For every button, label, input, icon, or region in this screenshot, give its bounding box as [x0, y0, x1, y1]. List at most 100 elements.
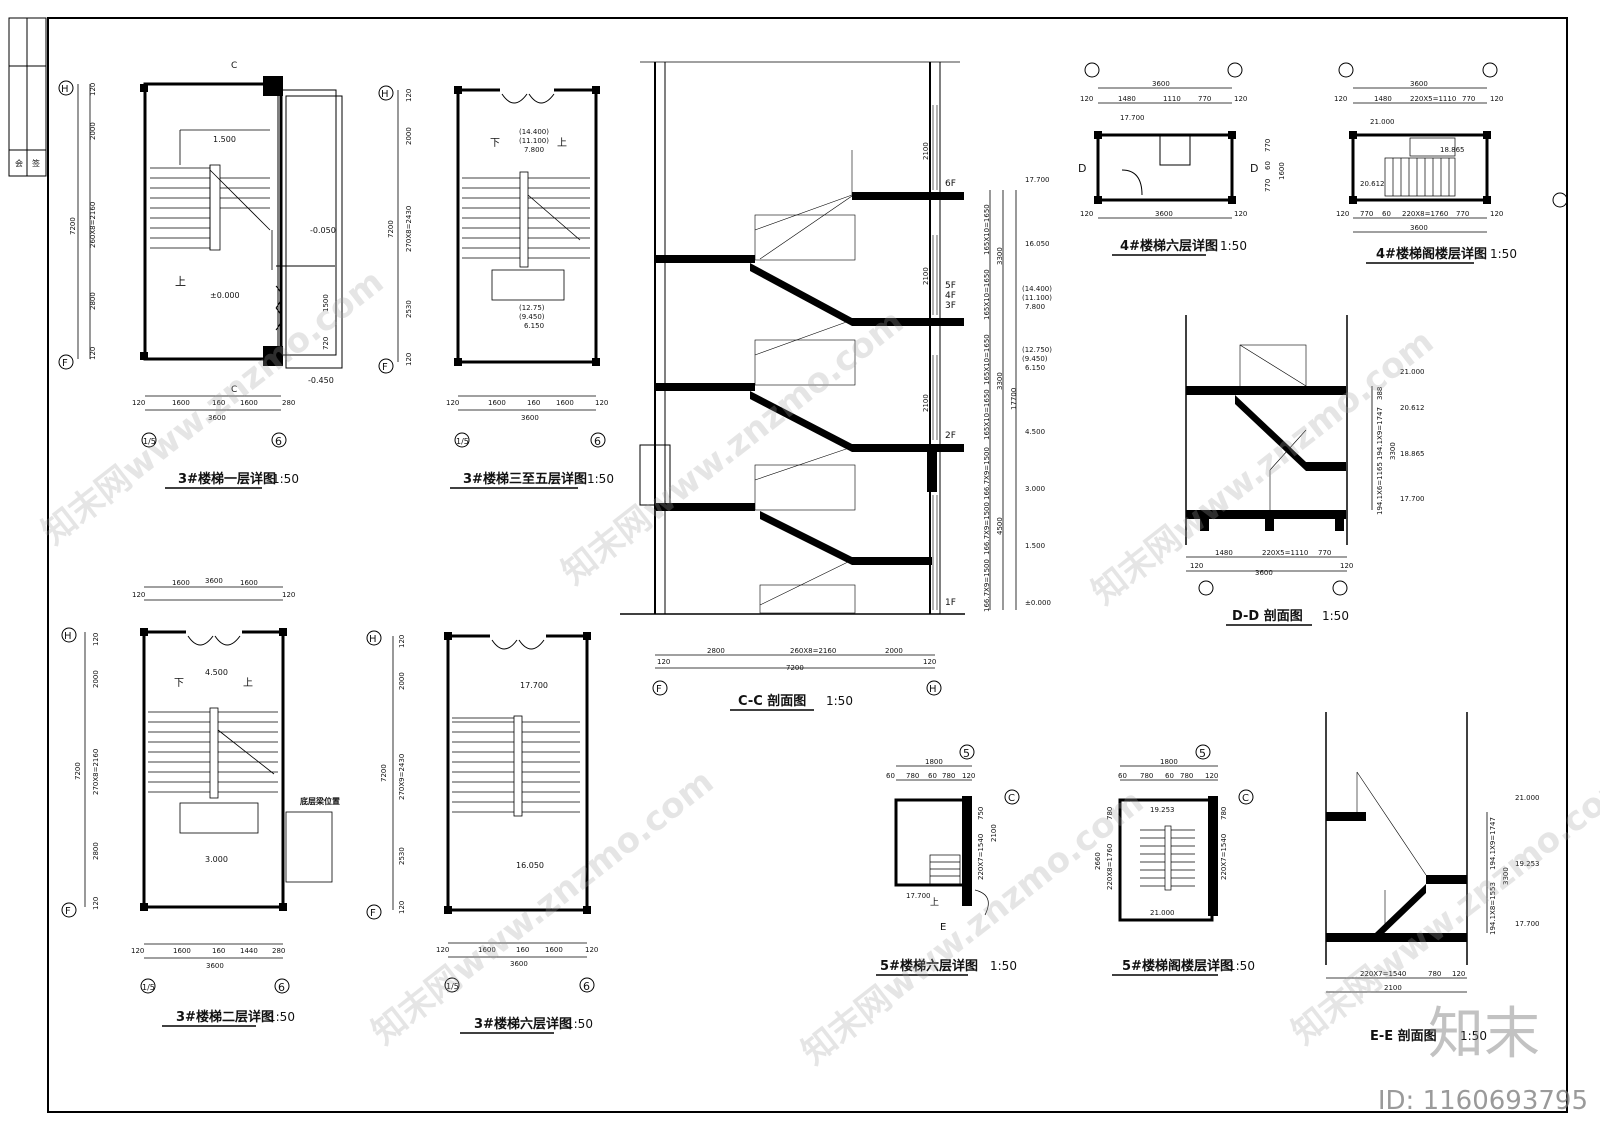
svg-text:(9.450): (9.450)	[519, 313, 545, 321]
svg-text:3600: 3600	[208, 414, 226, 422]
title-section-dd: D-D 剖面图	[1232, 608, 1303, 624]
svg-text:60: 60	[1165, 772, 1174, 780]
svg-text:166.7X9=1500: 166.7X9=1500	[983, 559, 991, 612]
section-ee: 194.1X9=1747 3300 194.1X8=1553 21.000 19…	[1325, 712, 1540, 1044]
svg-text:1480: 1480	[1118, 95, 1136, 103]
svg-text:7.800: 7.800	[1025, 303, 1045, 311]
svg-text:60: 60	[1264, 161, 1272, 170]
svg-text:16.050: 16.050	[516, 861, 544, 870]
svg-text:120: 120	[1234, 95, 1247, 103]
svg-text:120: 120	[436, 946, 449, 954]
svg-text:17.700: 17.700	[1025, 176, 1050, 184]
svg-text:166.7X9=1500: 166.7X9=1500	[983, 502, 991, 555]
svg-text:770: 770	[1360, 210, 1373, 218]
svg-text:C: C	[1242, 793, 1249, 804]
svg-text:(12.75): (12.75)	[519, 304, 545, 312]
svg-text:1600: 1600	[172, 579, 190, 587]
svg-text:2F: 2F	[945, 431, 956, 441]
svg-text:388: 388	[1376, 387, 1384, 400]
svg-text:3300: 3300	[996, 372, 1004, 390]
svg-text:2800: 2800	[707, 647, 725, 655]
svg-text:1440: 1440	[240, 947, 258, 955]
brand-id: ID: 1160693795	[1377, 1086, 1588, 1116]
svg-text:120: 120	[1190, 562, 1203, 570]
side-stamp-2: 签	[32, 158, 40, 168]
svg-text:21.000: 21.000	[1400, 368, 1425, 376]
svg-text:120: 120	[1490, 210, 1503, 218]
svg-text:3600: 3600	[205, 577, 223, 585]
svg-text:6: 6	[275, 435, 282, 448]
svg-text:17.700: 17.700	[520, 681, 548, 690]
svg-text:D: D	[1250, 162, 1258, 175]
plan-stair3-floor1: 1.500 -0.050 ±0.000 -0.450 上 120 2000 26…	[58, 61, 343, 489]
svg-text:280: 280	[272, 947, 285, 955]
svg-text:(12.750): (12.750)	[1022, 346, 1052, 354]
svg-text:165X10=1650: 165X10=1650	[983, 334, 991, 385]
svg-text:60: 60	[1382, 210, 1391, 218]
svg-text:280: 280	[282, 399, 295, 407]
title-plan7: 4#楼梯阁楼层详图	[1376, 246, 1487, 262]
svg-text:1110: 1110	[1163, 95, 1181, 103]
svg-text:120: 120	[1205, 772, 1218, 780]
side-stamp-1: 会	[15, 158, 23, 168]
svg-text:1600: 1600	[240, 579, 258, 587]
svg-text:770: 770	[1318, 549, 1331, 557]
svg-text:4.500: 4.500	[1025, 428, 1045, 436]
svg-text:2100: 2100	[922, 394, 930, 412]
sheet-border	[47, 17, 1568, 1113]
plan-stair3-floor3-5: 下 上 (14.400) (11.100) 7.800 (12.75) (9.4…	[378, 85, 614, 489]
svg-text:1:50: 1:50	[1220, 239, 1247, 253]
svg-text:16.050: 16.050	[1025, 240, 1050, 248]
svg-text:2100: 2100	[990, 824, 998, 842]
svg-text:780: 780	[1106, 807, 1114, 820]
svg-text:3600: 3600	[510, 960, 528, 968]
svg-text:7200: 7200	[69, 217, 77, 235]
title-section-cc: C-C 剖面图	[738, 693, 806, 709]
svg-text:3600: 3600	[1152, 80, 1170, 88]
svg-text:770: 770	[1462, 95, 1475, 103]
svg-text:2100: 2100	[922, 267, 930, 285]
svg-text:-0.450: -0.450	[308, 376, 334, 385]
svg-text:H: H	[381, 89, 389, 100]
svg-text:5: 5	[1199, 747, 1206, 760]
plan-stair5-floor6: 1800 60 780 60 780 120 750 2100 220X7=15…	[876, 744, 1020, 976]
svg-text:120: 120	[132, 591, 145, 599]
svg-text:6F: 6F	[945, 179, 956, 189]
svg-text:1/5: 1/5	[143, 437, 156, 446]
svg-text:C: C	[231, 385, 237, 395]
svg-text:120: 120	[282, 591, 295, 599]
svg-text:60: 60	[928, 772, 937, 780]
brand-logo: 知末	[1428, 1002, 1540, 1067]
svg-text:165X10=1650: 165X10=1650	[983, 269, 991, 320]
svg-text:270X8=2160: 270X8=2160	[92, 749, 100, 795]
svg-text:(11.100): (11.100)	[1022, 294, 1052, 302]
svg-text:220X7=1540: 220X7=1540	[977, 834, 985, 880]
svg-text:6: 6	[594, 435, 601, 448]
svg-text:2530: 2530	[405, 300, 413, 318]
svg-text:(14.400): (14.400)	[519, 128, 549, 136]
svg-text:60: 60	[886, 772, 895, 780]
svg-text:2000: 2000	[92, 670, 100, 688]
svg-text:160: 160	[212, 399, 225, 407]
svg-text:F: F	[382, 362, 388, 373]
svg-text:下: 下	[490, 138, 500, 149]
title-plan2: 3#楼梯三至五层详图	[463, 471, 587, 487]
svg-text:6.150: 6.150	[524, 322, 544, 330]
svg-text:1:50: 1:50	[826, 694, 853, 708]
svg-text:H: H	[369, 634, 377, 645]
svg-text:-0.050: -0.050	[310, 226, 336, 235]
svg-text:底层梁位置: 底层梁位置	[299, 796, 340, 806]
plan-stair3-floor6: 17.700 16.050 120 2000 270X9=2430 2530 1…	[366, 630, 598, 1034]
svg-text:260X8=2160: 260X8=2160	[89, 202, 97, 248]
svg-text:220X8=1760: 220X8=1760	[1402, 210, 1448, 218]
svg-text:2800: 2800	[89, 292, 97, 310]
svg-text:±0.000: ±0.000	[210, 291, 240, 300]
svg-text:220X7=1540: 220X7=1540	[1220, 834, 1228, 880]
svg-text:1:50: 1:50	[1228, 959, 1255, 973]
svg-text:7200: 7200	[786, 664, 804, 672]
svg-text:1:50: 1:50	[990, 959, 1017, 973]
svg-text:770: 770	[1456, 210, 1469, 218]
svg-text:(9.450): (9.450)	[1022, 355, 1048, 363]
svg-text:780: 780	[1140, 772, 1153, 780]
